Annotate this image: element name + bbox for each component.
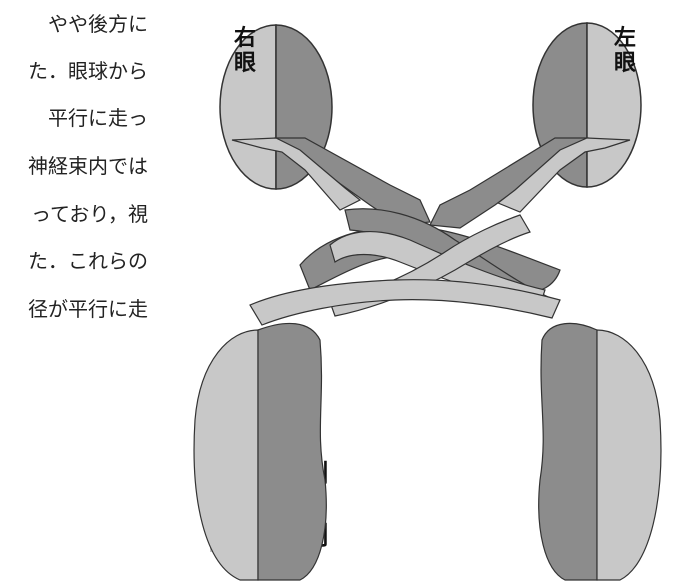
- text-line-1: やや後方に: [48, 12, 148, 36]
- left-eye-label-bottom: 眼: [614, 51, 636, 76]
- text-line-5: っており，視: [31, 202, 148, 226]
- text-line-7: 径が平行に走: [28, 297, 148, 321]
- text-line-4: 神経束内では: [28, 154, 148, 178]
- left-optic-tract: [538, 322, 662, 581]
- text-line-3: 平行に走っ: [48, 106, 148, 130]
- right-tract-dorsal: [257, 322, 327, 581]
- optic-nerves: [231, 137, 631, 229]
- left-tract-dorsal: [538, 322, 598, 581]
- right-optic-tract: [193, 322, 327, 581]
- text-line-6: た．これらの: [28, 249, 148, 273]
- right-optic-nerve-ventral: [231, 137, 362, 211]
- right-eye-label-top: 右: [234, 26, 256, 51]
- text-column: やや後方に た．眼球から 平行に走っ 神経束内では っており，視 た．これらの …: [0, 0, 170, 360]
- right-optic-nerve-dorsal: [274, 137, 431, 226]
- optic-chiasm: [249, 208, 561, 326]
- text-line-2: た．眼球から: [28, 59, 148, 83]
- chiasm-ventral-band-3: [249, 279, 561, 326]
- left-eye-label-top: 左: [614, 25, 636, 51]
- right-tract-ventral: [193, 329, 259, 581]
- left-tract-ventral: [596, 329, 662, 581]
- right-eye-label-bottom: 眼: [234, 51, 256, 76]
- left-optic-nerve-ventral: [496, 137, 631, 213]
